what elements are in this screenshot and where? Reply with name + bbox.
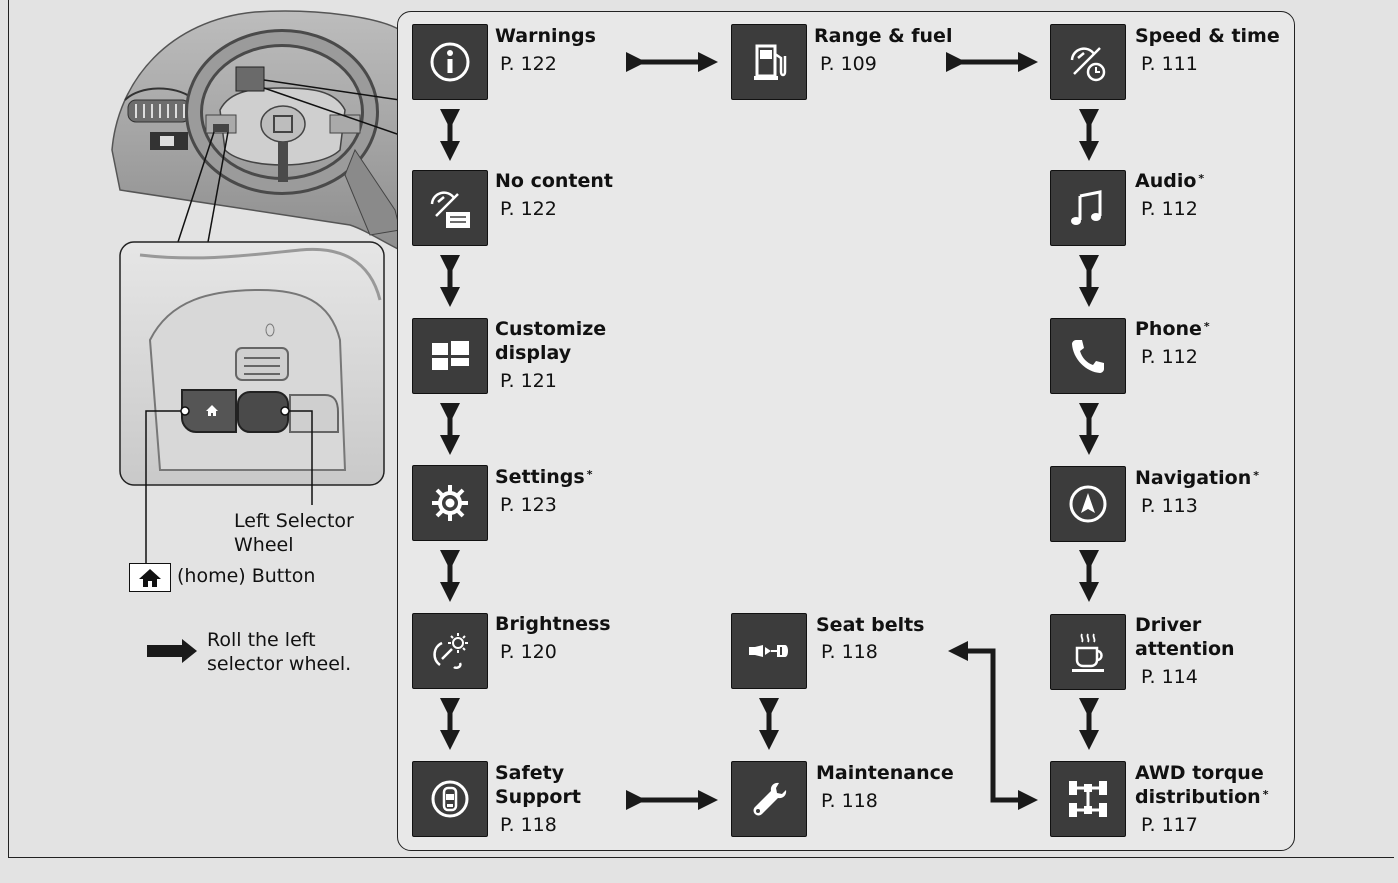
- page-seat-belts: P. 118: [821, 640, 878, 664]
- page-range-fuel: P. 109: [820, 52, 877, 76]
- tile-seat-belts: [731, 613, 807, 689]
- title-driver-line1: Driver: [1135, 613, 1201, 637]
- tile-speed-time: [1050, 24, 1126, 100]
- title-maintenance: Maintenance: [816, 761, 954, 785]
- asterisk-navigation: *: [1253, 469, 1259, 482]
- brightness-icon: [422, 623, 478, 679]
- title-settings-text: Settings: [495, 466, 585, 488]
- title-audio: Audio*: [1135, 169, 1204, 193]
- title-navigation-text: Navigation: [1135, 467, 1251, 489]
- page-settings: P. 123: [500, 493, 557, 517]
- safety-car-icon: [422, 771, 478, 827]
- title-customize-line2: display: [495, 341, 571, 365]
- seatbelt-icon: [741, 623, 797, 679]
- tile-awd: [1050, 761, 1126, 837]
- tile-maintenance: [731, 761, 807, 837]
- gear-icon: [422, 475, 478, 531]
- page-safety-support: P. 118: [500, 813, 557, 837]
- title-safety-line2: Support: [495, 785, 581, 809]
- page-awd: P. 117: [1141, 813, 1198, 837]
- tile-brightness: [412, 613, 488, 689]
- page-no-content: P. 122: [500, 197, 557, 221]
- tile-warnings: [412, 24, 488, 100]
- title-brightness: Brightness: [495, 612, 611, 636]
- title-phone: Phone*: [1135, 317, 1210, 341]
- title-range-fuel: Range & fuel: [814, 24, 952, 48]
- title-warnings: Warnings: [495, 24, 596, 48]
- title-safety-line1: Safety: [495, 761, 564, 785]
- fuel-pump-icon: [741, 34, 797, 90]
- compass-icon: [1060, 476, 1116, 532]
- info-icon: [422, 34, 478, 90]
- speed-clock-icon: [1060, 34, 1116, 90]
- title-settings: Settings*: [495, 465, 592, 489]
- title-driver-line2: attention: [1135, 637, 1235, 661]
- title-phone-text: Phone: [1135, 318, 1202, 340]
- page-maintenance: P. 118: [821, 789, 878, 813]
- tile-phone: [1050, 318, 1126, 394]
- wrench-icon: [741, 771, 797, 827]
- page-navigation: P. 113: [1141, 494, 1198, 518]
- page-audio: P. 112: [1141, 197, 1198, 221]
- tile-driver-attention: [1050, 614, 1126, 690]
- tile-range-fuel: [731, 24, 807, 100]
- tile-safety-support: [412, 761, 488, 837]
- page-customize: P. 121: [500, 369, 557, 393]
- music-note-icon: [1060, 180, 1116, 236]
- tile-navigation: [1050, 466, 1126, 542]
- tile-audio: [1050, 170, 1126, 246]
- asterisk-audio: *: [1198, 172, 1204, 185]
- title-audio-text: Audio: [1135, 170, 1196, 192]
- asterisk-phone: *: [1204, 320, 1210, 333]
- awd-chassis-icon: [1060, 771, 1116, 827]
- title-awd-line1: AWD torque: [1135, 761, 1264, 785]
- asterisk-settings: *: [587, 468, 593, 481]
- arrow-awd-seatbelts: [958, 651, 1028, 800]
- title-navigation: Navigation*: [1135, 466, 1259, 490]
- asterisk-awd: *: [1263, 788, 1269, 801]
- title-customize-line1: Customize: [495, 317, 606, 341]
- coffee-cup-icon: [1060, 624, 1116, 680]
- title-awd-line2: distribution*: [1135, 785, 1268, 809]
- phone-icon: [1060, 328, 1116, 384]
- page-phone: P. 112: [1141, 345, 1198, 369]
- page-driver-attention: P. 114: [1141, 665, 1198, 689]
- gauge-blank-icon: [422, 180, 478, 236]
- title-speed-time: Speed & time: [1135, 24, 1280, 48]
- page-warnings: P. 122: [500, 52, 557, 76]
- tile-no-content: [412, 170, 488, 246]
- tile-customize-display: [412, 318, 488, 394]
- page-speed-time: P. 111: [1141, 52, 1198, 76]
- page-brightness: P. 120: [500, 640, 557, 664]
- title-awd-line2-text: distribution: [1135, 786, 1261, 808]
- layout-icon: [422, 328, 478, 384]
- title-seat-belts: Seat belts: [816, 613, 924, 637]
- tile-settings: [412, 465, 488, 541]
- title-no-content: No content: [495, 169, 613, 193]
